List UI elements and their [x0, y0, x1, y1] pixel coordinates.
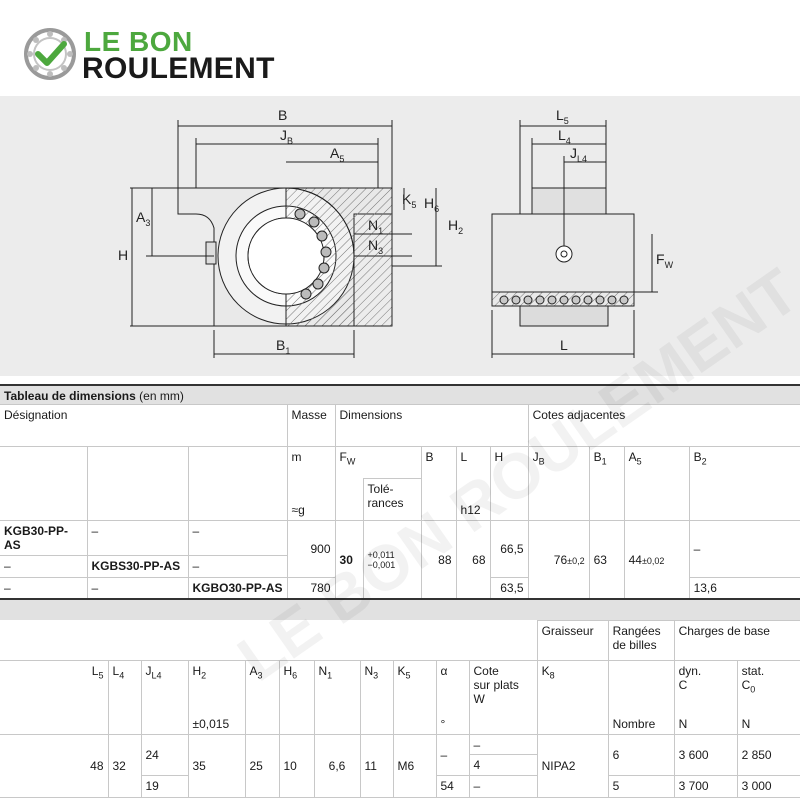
header-dimensions: Dimensions	[334, 404, 529, 447]
dim-label-JL4: JL4	[570, 145, 587, 164]
header-nombre: Nombre	[607, 660, 675, 735]
dim-label-K5: K5	[402, 191, 416, 210]
A3-value: 25	[244, 734, 280, 798]
W-values: – 4	[468, 734, 538, 776]
header-K5: K5	[392, 660, 437, 735]
header-cotes-adjacentes: Cotes adjacentes	[527, 404, 800, 447]
fw-tolerance: +0,011−0,001	[362, 520, 422, 600]
header-A5: A5	[623, 446, 690, 479]
dim-label-L: L	[560, 337, 568, 353]
header-JB: JB	[527, 446, 590, 479]
JB-value: 76±0,2	[527, 520, 590, 600]
brand-line-1: LE BON	[84, 26, 193, 57]
header-H6: H6	[278, 660, 315, 735]
header-B2: B2	[688, 446, 800, 479]
table-row: KGB30-PP-AS – – 900 30 +0,011−0,001 88 6…	[0, 520, 800, 600]
stat-value-1: 2 850	[736, 734, 800, 776]
dim-label-B1: B1	[276, 337, 290, 356]
header-H: H	[489, 446, 529, 479]
L5-value: 48	[0, 734, 109, 798]
header-JL4: JL4	[140, 660, 189, 735]
dim-label-A5: A5	[330, 145, 344, 164]
dim-label-L5: L5	[556, 107, 569, 126]
JL4-value-1: 24	[140, 734, 189, 776]
H6-value: 10	[278, 734, 315, 798]
header-L4: L4	[107, 660, 142, 735]
alpha-value-2: 54	[435, 775, 470, 798]
header-L5: L5	[0, 660, 109, 735]
header-designation: Désignation	[0, 404, 288, 447]
dyn-value-2: 3 700	[673, 775, 738, 798]
N1-value: 6,6	[313, 734, 361, 798]
masse-value-1: 900	[286, 520, 336, 578]
rangees-value-2: 5	[607, 775, 675, 798]
technical-drawing: B JB A5 K5 H6 A3 N1 H2 N3 H B1 L5 L4 JL4…	[0, 96, 800, 376]
header: LE BON ROULEMENT	[0, 0, 800, 96]
B2-value-1: –	[688, 520, 800, 578]
K5-value: M6	[392, 734, 437, 798]
H-value-1: 66,5	[489, 520, 529, 578]
B-value: 88	[420, 520, 457, 600]
L-value: 68	[455, 520, 491, 600]
header-B1: B1	[588, 446, 625, 479]
drawing-svg: B JB A5 K5 H6 A3 N1 H2 N3 H B1 L5 L4 JL4…	[118, 107, 674, 358]
table-row: – – KGBO30-PP-AS 780 63,5 13,6	[0, 577, 800, 600]
masse-value-2: 780	[286, 577, 336, 600]
rangees-value-1: 6	[607, 734, 675, 776]
dim-label-FW: FW	[656, 251, 674, 270]
dim-label-JB: JB	[280, 127, 293, 146]
alpha-value-1: –	[435, 734, 470, 776]
dim-label-L4: L4	[558, 127, 571, 146]
header-masse: Masse	[286, 404, 336, 447]
header-cote-sur-plats: Cote sur plats W	[468, 660, 538, 735]
table-row: 48 32 24 35 25 10 6,6 11 M6 – – 4 NIPA2 …	[0, 734, 800, 798]
dimensions-table: Désignation Masse Dimensions Cotes adjac…	[0, 404, 800, 600]
fw-value: 30	[334, 520, 364, 600]
dim-label-H: H	[118, 247, 128, 263]
A5-value: 44±0,02	[623, 520, 690, 600]
dim-label-N1: N1	[368, 217, 383, 236]
L4-value: 32	[107, 734, 142, 798]
table1-title: Tableau de dimensions (en mm)	[0, 384, 800, 404]
header-g: ≈g	[286, 478, 336, 521]
header-L: L	[455, 446, 491, 479]
table-row: – KGBS30-PP-AS –	[0, 555, 800, 578]
header-A3: A3	[244, 660, 280, 735]
table-row: 19 54 – 5 3 700 3 000	[0, 775, 800, 798]
H-value-2: 63,5	[489, 577, 529, 600]
brand-line-2: ROULEMENT	[82, 52, 275, 85]
header-rangees: Rangées de billes	[607, 620, 675, 661]
dim-label-A3: A3	[136, 209, 150, 228]
header-charges: Charges de base	[673, 620, 800, 661]
B1-value: 63	[588, 520, 625, 600]
dyn-value-1: 3 600	[673, 734, 738, 776]
characteristics-table: Graisseur Rangées de billes Charges de b…	[0, 620, 800, 798]
bearing-check-logo-icon	[24, 28, 76, 80]
dim-label-B: B	[278, 107, 287, 123]
header-N3: N3	[359, 660, 394, 735]
dim-label-H2: H2	[448, 217, 463, 236]
header-h12: h12	[455, 478, 491, 521]
header-tolerances: Tolé- rances	[362, 478, 422, 521]
header-N1: N1	[313, 660, 361, 735]
header-H2: H2±0,015	[187, 660, 246, 735]
header-fw: FW	[334, 446, 422, 479]
W-value-3: –	[468, 775, 538, 798]
header-K8: K8	[536, 660, 609, 735]
H2-value: 35	[187, 734, 246, 798]
K8-value: NIPA2	[536, 734, 609, 798]
header-alpha: α°	[435, 660, 470, 735]
header-m: m	[286, 446, 336, 479]
N3-value: 11	[359, 734, 394, 798]
dim-label-H6: H6	[424, 195, 439, 214]
header-graisseur: Graisseur	[536, 620, 609, 661]
header-B: B	[420, 446, 457, 479]
JL4-value-2: 19	[140, 775, 189, 798]
B2-value-2: 13,6	[688, 577, 800, 600]
stat-value-2: 3 000	[736, 775, 800, 798]
dim-label-N3: N3	[368, 237, 383, 256]
separator-bar	[0, 598, 800, 620]
